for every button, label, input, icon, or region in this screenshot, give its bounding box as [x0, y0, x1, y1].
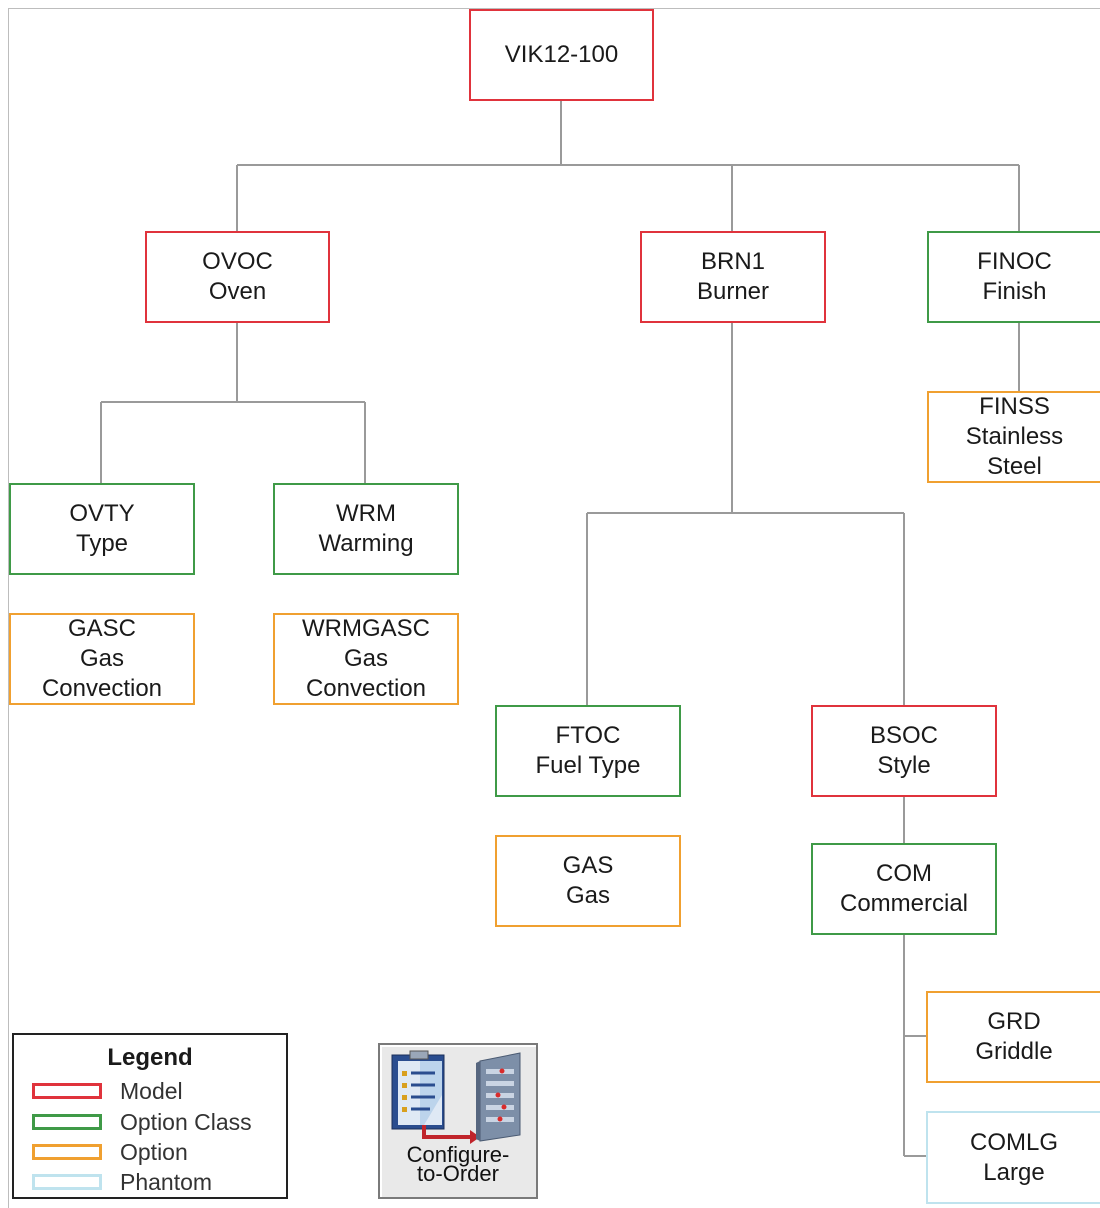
node-code: WRM	[336, 500, 396, 527]
node-com[interactable]: COM Commercial	[811, 843, 997, 935]
node-description: Oven	[208, 278, 267, 305]
node-description: Commercial	[839, 890, 968, 917]
legend-label: Phantom	[120, 1168, 213, 1195]
node-description-line2: Steel	[987, 453, 1042, 480]
node-description: Gas	[565, 882, 610, 909]
legend-swatch-option	[32, 1144, 102, 1160]
node-description: Griddle	[975, 1038, 1053, 1065]
configure-to-order-label: Configure- to-Order	[380, 1142, 536, 1186]
node-code: OVTY	[69, 500, 135, 527]
legend-swatch-phantom	[32, 1174, 102, 1190]
node-code: COM	[876, 860, 932, 887]
node-description: Warming	[318, 530, 414, 557]
node-code: COMLG	[969, 1128, 1058, 1156]
legend-swatch-model	[32, 1083, 102, 1099]
legend-label: Model	[120, 1077, 183, 1104]
node-description: Gas	[343, 645, 388, 672]
node-description: Burner	[696, 278, 770, 305]
node-description: Gas	[79, 645, 124, 672]
legend-label: Option Class	[120, 1108, 252, 1135]
node-description: Finish	[982, 278, 1047, 305]
configure-to-order-label-line1: Configure-	[406, 1142, 510, 1167]
legend-item-phantom: Phantom	[32, 1167, 212, 1197]
node-gas[interactable]: GAS Gas	[495, 835, 681, 927]
node-code: FTOC	[555, 722, 621, 749]
node-code: WRMGASC	[302, 615, 430, 642]
node-ovty[interactable]: OVTY Type	[9, 483, 195, 575]
node-code: GAS	[562, 852, 614, 879]
configure-to-order-label-line2: to-Order	[417, 1161, 499, 1186]
node-description-line2: Convection	[41, 675, 163, 702]
legend-item-option-class: Option Class	[32, 1107, 252, 1137]
node-finss[interactable]: FINSS Stainless Steel	[927, 391, 1100, 483]
node-code: GASC	[67, 615, 136, 642]
node-description: Stainless	[965, 423, 1064, 450]
node-description-line2: Convection	[305, 675, 427, 702]
node-wrmgasc[interactable]: WRMGASC Gas Convection	[273, 613, 459, 705]
node-ftoc[interactable]: FTOC Fuel Type	[495, 705, 681, 797]
legend-swatch-option-class	[32, 1114, 102, 1130]
node-finoc[interactable]: FINOC Finish	[927, 231, 1100, 323]
node-code: VIK12-100	[504, 41, 619, 68]
legend: Legend Model Option Class Option Phantom	[12, 1033, 288, 1199]
node-code: FINOC	[977, 248, 1052, 275]
legend-title: Legend	[107, 1044, 193, 1071]
node-code: OVOC	[202, 248, 273, 275]
node-comlg[interactable]: COMLG Large	[926, 1111, 1100, 1204]
node-description: Style	[877, 752, 931, 779]
legend-item-model: Model	[32, 1076, 183, 1106]
configure-to-order-icon	[391, 1050, 521, 1144]
node-code: FINSS	[979, 393, 1050, 420]
node-wrm[interactable]: WRM Warming	[273, 483, 459, 575]
node-description: Large	[983, 1158, 1045, 1186]
legend-item-option: Option	[32, 1137, 188, 1167]
configure-to-order-tile[interactable]: Configure- to-Order	[378, 1043, 538, 1199]
node-bsoc[interactable]: BSOC Style	[811, 705, 997, 797]
node-ovoc[interactable]: OVOC Oven	[145, 231, 330, 323]
node-brn1[interactable]: BRN1 Burner	[640, 231, 826, 323]
node-description: Type	[75, 530, 129, 557]
node-vik12-100[interactable]: VIK12-100	[469, 9, 654, 101]
legend-label: Option	[120, 1138, 188, 1165]
node-gasc[interactable]: GASC Gas Convection	[9, 613, 195, 705]
node-code: BRN1	[700, 248, 766, 275]
node-code: BSOC	[869, 722, 938, 749]
node-code: GRD	[987, 1008, 1041, 1035]
node-grd[interactable]: GRD Griddle	[926, 991, 1100, 1083]
diagram-frame	[8, 8, 1100, 1208]
node-description: Fuel Type	[535, 752, 641, 779]
